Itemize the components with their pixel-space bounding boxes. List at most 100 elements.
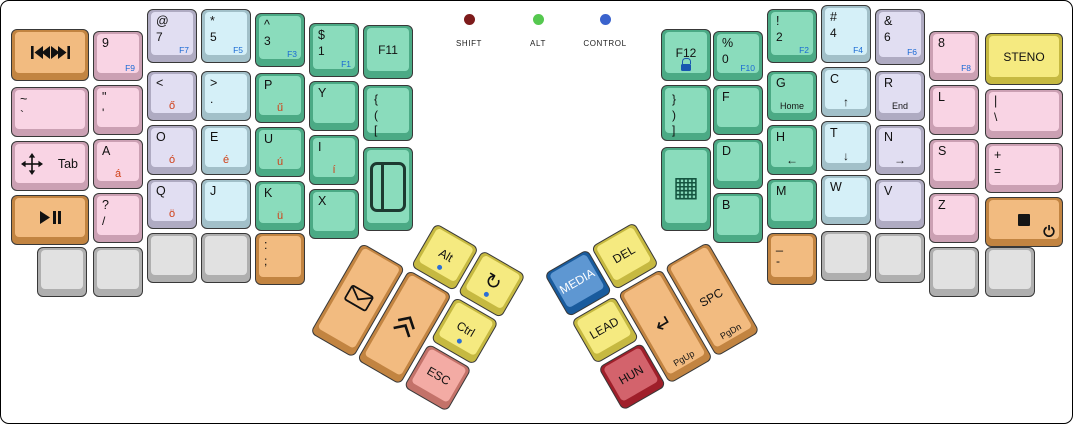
key-blank[interactable] [37,247,87,297]
key-a-a-legend: á [114,168,122,180]
key-h[interactable]: H← [767,125,817,175]
key-g-hold-legend: Home [779,101,804,111]
key-slash[interactable]: ?/ [93,193,143,243]
key-j[interactable]: J [201,179,251,229]
key-quote[interactable]: "' [93,85,143,135]
keycap-top: DEL [595,226,652,282]
key-x[interactable]: X [309,189,359,239]
key-plus-s-legend: = [994,164,1002,178]
key-f12[interactable]: F12 [661,29,711,81]
key-6-f-legend: F6 [907,46,917,57]
keycap-top: ▦ [665,150,707,223]
key-h-t-legend: H [776,130,786,144]
key-blank[interactable] [93,247,143,297]
keycap-top [41,250,83,289]
key-b-t-legend: B [722,198,731,212]
key-less-than-t-legend: < [156,76,164,90]
key-z[interactable]: Z [929,193,979,243]
key-a-t-legend: A [102,144,111,158]
key-m[interactable]: M [767,179,817,229]
key-l[interactable]: L [929,85,979,135]
keycap-top: ↻ [464,254,521,310]
keycap-top: Y [313,84,355,123]
key-y[interactable]: Y [309,81,359,131]
key-pipe[interactable]: |\ [985,89,1063,139]
key-blank[interactable] [821,231,871,281]
key-w[interactable]: W [821,175,871,225]
keycap-top: |\ [989,92,1059,131]
key-b[interactable]: B [713,193,763,243]
key-g[interactable]: G Home [767,71,817,121]
key-blank[interactable] [201,233,251,283]
key-colon[interactable]: :; [255,233,305,285]
key-blank[interactable] [985,247,1035,297]
alt-indicator-dot [532,14,544,25]
key-play-pause[interactable] [11,195,89,245]
key-less-than[interactable]: <ő [147,71,197,121]
key-f11[interactable]: F11 [363,25,413,79]
keycap-top: HUN [602,347,659,402]
key-g-t-legend: G [776,76,786,90]
indicator-alt: ALT [508,14,568,48]
key-v[interactable]: V [875,179,925,229]
key-open-brackets[interactable]: { ( [ [363,85,413,141]
key-n[interactable]: N→ [875,125,925,175]
key-greater-than[interactable]: >. [201,71,251,121]
key-dash[interactable]: _- [767,233,817,285]
key-k-t-legend: K [264,186,273,200]
key-t[interactable]: T↓ [821,121,871,171]
key-close-brackets[interactable]: } ) ] [661,85,711,141]
key-steno[interactable]: STENO [985,33,1063,85]
key-media-prev-next[interactable] [11,29,89,81]
key-s[interactable]: S [929,139,979,189]
indicator-control: CONTROL [575,14,635,48]
key-layout-toggle[interactable] [363,147,413,231]
shift-indicator-label: SHIFT [455,39,483,48]
key-c[interactable]: C↑ [821,67,871,117]
key-d[interactable]: D [713,139,763,189]
key-plus[interactable]: += [985,143,1063,193]
key-tilde[interactable]: ~` [11,87,89,137]
key-stop-power[interactable] [985,197,1063,247]
key-blank[interactable] [147,233,197,283]
key-6-s-legend: 6 [884,30,891,44]
key-f[interactable]: F [713,85,763,135]
keycap-top [367,150,409,223]
key-mail[interactable] [310,242,406,358]
key-k-a-legend: ü [276,210,284,222]
alt-indicator-label: ALT [530,39,546,48]
keycap-top: L [933,88,975,127]
key-chevrons[interactable] [356,269,453,385]
keycap-top: F12 [665,32,707,73]
key-2-s-legend: 2 [776,30,783,44]
key-blank[interactable] [929,247,979,297]
key-tab[interactable]: Tab [11,141,89,191]
keycap-top: ?/ [97,196,139,235]
key-keypad[interactable]: ▦ [661,147,711,231]
key-blank[interactable] [875,233,925,283]
key-0-t-legend: % [722,36,734,50]
